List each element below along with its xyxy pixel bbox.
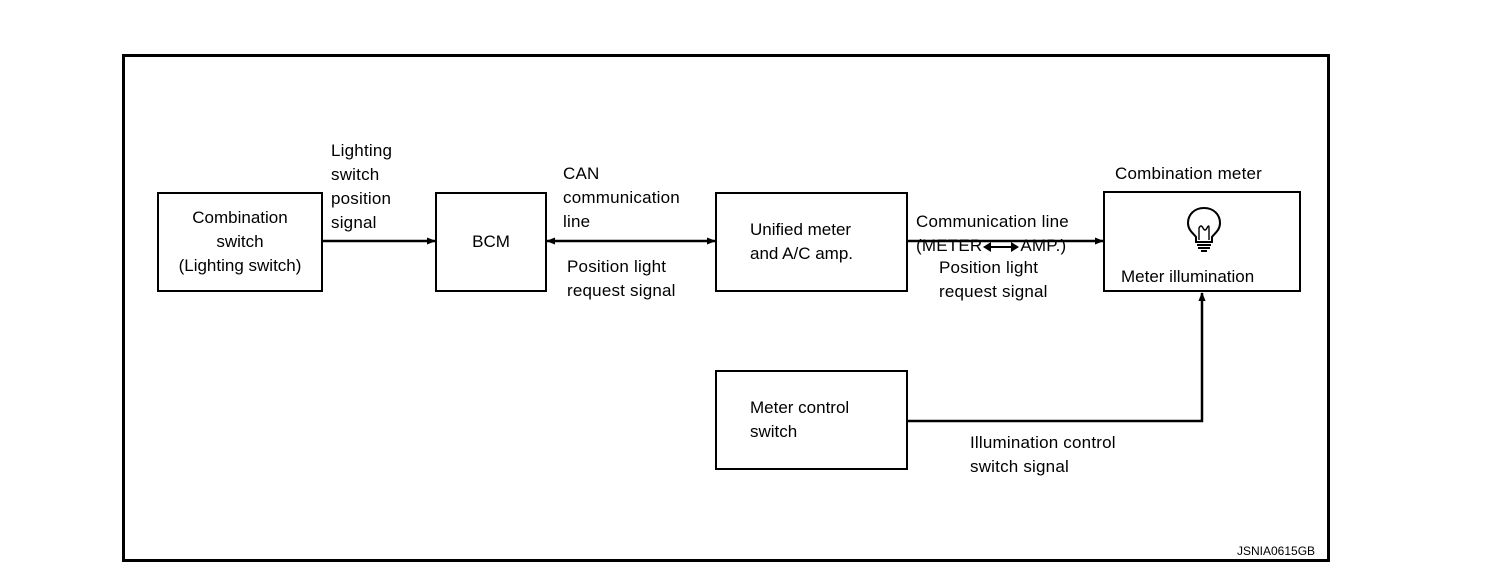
illumination-signal-label: Illumination control switch signal — [970, 433, 1116, 476]
position-request-label-2: Position light request signal — [939, 258, 1048, 301]
unified-meter-label: Unified meter and A/C amp. — [750, 220, 854, 263]
diagram-frame — [122, 54, 1330, 562]
combination-meter-block: Meter illumination — [1103, 191, 1301, 292]
figure-code: JSNIA0615GB — [1237, 544, 1316, 558]
bcm-label: BCM — [472, 232, 510, 251]
can-line-label: CAN communication line — [563, 164, 680, 231]
combination-switch-block: Combination switch (Lighting switch) — [157, 192, 323, 292]
lighting-switch-signal-label: Lighting switch position signal — [331, 141, 393, 232]
position-request-label-1: Position light request signal — [567, 257, 676, 300]
meter-illumination-label: Meter illumination — [1121, 267, 1255, 286]
arrow-control-to-meter — [908, 292, 1206, 423]
communication-line-text: Communication line (METER — [916, 212, 1069, 255]
combination-meter-label: Combination meter — [1115, 164, 1263, 183]
communication-line-label: Communication line (METER AMP.) — [916, 186, 1069, 258]
meter-control-switch-block: Meter control switch — [715, 370, 908, 470]
light-bulb-icon — [1186, 206, 1222, 252]
meter-control-switch-label: Meter control switch — [750, 398, 850, 441]
bcm-block: BCM — [435, 192, 547, 292]
double-arrow-icon — [983, 241, 1020, 252]
communication-line-amp: AMP.) — [1020, 236, 1067, 255]
combination-switch-label: Combination switch (Lighting switch) — [178, 208, 302, 275]
unified-meter-block: Unified meter and A/C amp. — [715, 192, 908, 292]
